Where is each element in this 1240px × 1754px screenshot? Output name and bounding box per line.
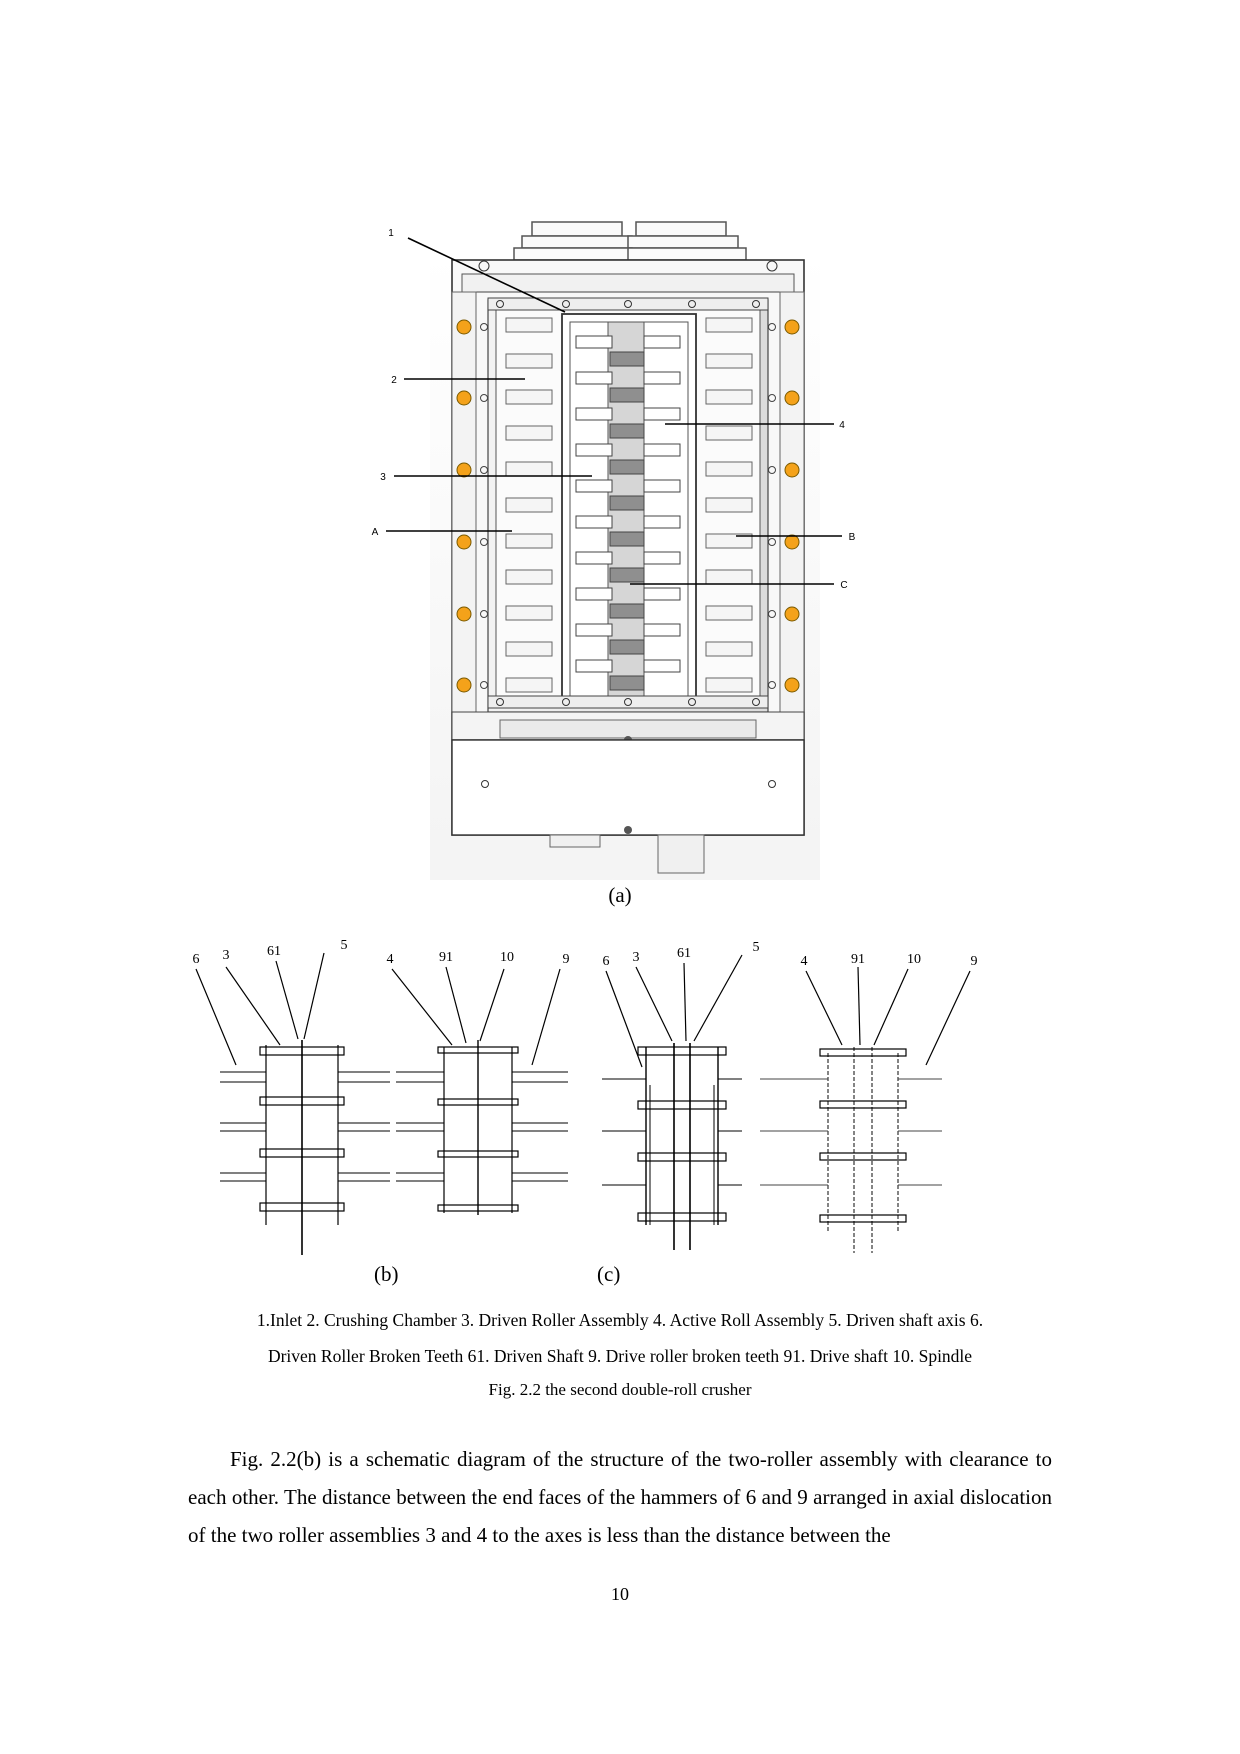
fig-b-label-6: 6 [193,952,200,967]
figure-b-caption: (b) [374,1262,399,1286]
fig-a-label-1: 1 [388,228,394,239]
figure-legend-line-2: Driven Roller Broken Teeth 61. Driven Sh… [267,1346,973,1366]
fig-c-label-91: 91 [851,952,865,967]
fig-c-label-5: 5 [753,940,760,955]
roller-teeth [505,317,753,693]
fig-c-label-6: 6 [603,954,610,969]
fig-a-label-2: 2 [391,375,397,386]
fig-c-label-9: 9 [971,954,978,969]
figure-b-schematic: 6 3 61 5 4 91 10 9 [193,938,570,1255]
fig-a-label-b: B [849,532,856,543]
figure-legend-line-1: 1.Inlet 2. Crushing Chamber 3. Driven Ro… [256,1310,984,1330]
figure-c-caption: (c) [597,1262,621,1286]
fig-a-label-a: A [372,527,379,538]
fig-c-label-61: 61 [677,946,691,961]
fig-a-label-3: 3 [380,472,386,483]
fig-b-label-4: 4 [387,952,394,967]
fig-c-label-3: 3 [633,950,640,965]
fig-a-label-4: 4 [839,420,845,431]
fig-b-label-61: 61 [267,944,281,959]
figure-a-caption: (a) [608,883,632,907]
fig-b-label-3: 3 [223,948,230,963]
fig-c-label-4: 4 [801,954,808,969]
figure-a-crusher-drawing: 1 2 3 A 4 B C [372,221,856,880]
fig-b-label-5: 5 [341,938,348,953]
fig-b-label-10: 10 [500,950,514,965]
fig-b-label-91: 91 [439,950,453,965]
base-box [451,739,805,836]
meshing-teeth [575,335,681,691]
motor-housings [513,221,747,261]
page-number: 10 [611,1584,629,1604]
figure-c-schematic: 6 3 61 5 4 91 10 9 [602,940,978,1253]
figure-title: Fig. 2.2 the second double-roll crusher [488,1380,752,1399]
fig-b-label-9: 9 [563,952,570,967]
fig-c-label-10: 10 [907,952,921,967]
fig-a-label-c: C [840,580,847,591]
flange-bolts [456,319,800,693]
body-paragraph: Fig. 2.2(b) is a schematic diagram of th… [188,1447,1052,1547]
